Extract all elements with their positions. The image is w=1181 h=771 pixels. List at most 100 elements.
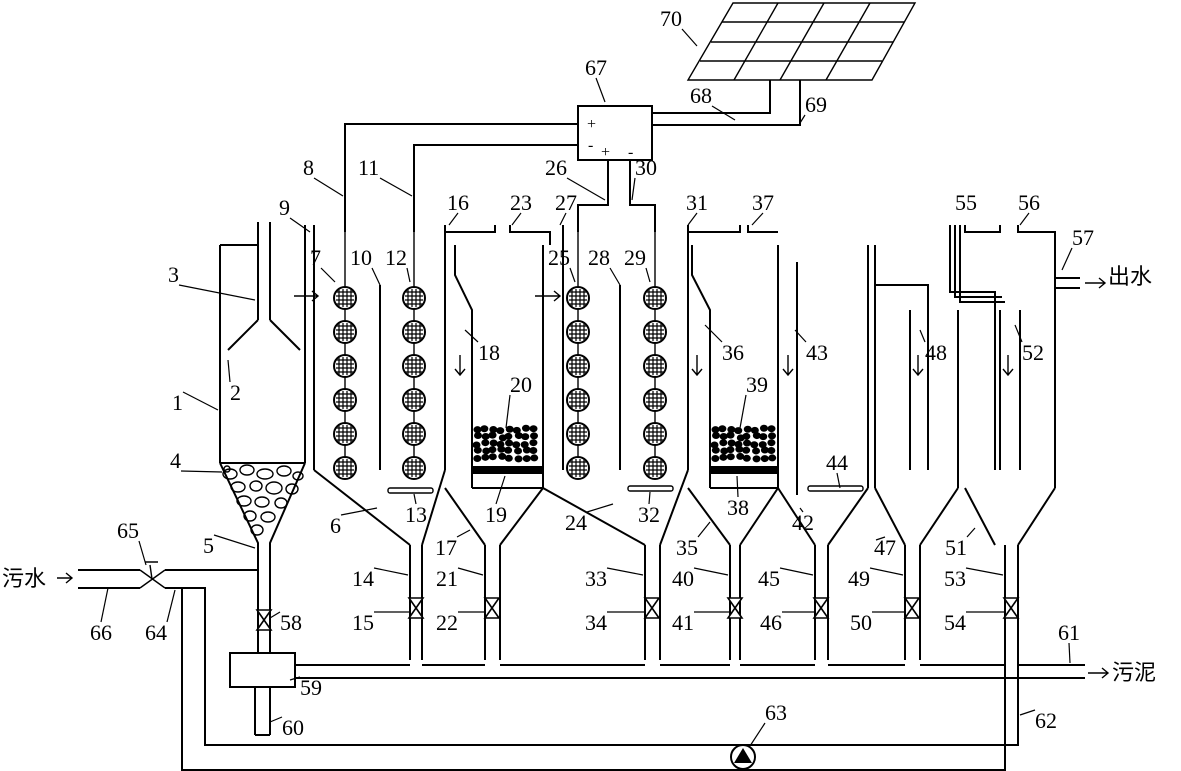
leader-36: [704, 324, 723, 343]
bio-media-20: [472, 424, 539, 463]
tank-47: [874, 245, 959, 660]
electrode-ball-icon: [402, 422, 426, 446]
leader-2: [227, 359, 231, 383]
label-50: 50: [850, 610, 872, 635]
leader-56: [1019, 212, 1030, 226]
leader-19: [495, 475, 506, 505]
label-43: 43: [806, 340, 828, 365]
label-58: 58: [280, 610, 302, 635]
label-53: 53: [944, 566, 966, 591]
label-19: 19: [485, 502, 507, 527]
label-15: 15: [352, 610, 374, 635]
electrode-ball-icon: [643, 456, 667, 480]
label-29: 29: [624, 245, 646, 270]
label-1: 1: [172, 390, 183, 415]
electrode-ball-icon: [333, 354, 357, 378]
sludge-line: [229, 570, 1085, 736]
leader-17: [456, 529, 471, 538]
label-38: 38: [727, 495, 749, 520]
leader-31: [687, 212, 698, 226]
solar-panel-icon: [686, 2, 917, 81]
label-40: 40: [672, 566, 694, 591]
tank-51: [949, 225, 1080, 660]
label-60: 60: [282, 715, 304, 740]
label-26: 26: [545, 155, 567, 180]
label-62: 62: [1035, 708, 1057, 733]
label-14: 14: [352, 566, 374, 591]
electrode-ball-icon: [402, 388, 426, 412]
label-20: 20: [510, 372, 532, 397]
electrode-ball-icon: [566, 320, 590, 344]
label-47: 47: [874, 535, 896, 560]
label-18: 18: [478, 340, 500, 365]
leader-70: [681, 28, 698, 47]
label-25: 25: [548, 245, 570, 270]
leader-45: [779, 567, 814, 576]
label-32: 32: [638, 502, 660, 527]
outlet-label: 出水: [1108, 265, 1152, 290]
tank-42: [747, 225, 869, 660]
electrode-ball-icon: [643, 388, 667, 412]
leader-9: [289, 217, 311, 233]
leader-6: [340, 507, 378, 516]
leader-57: [1061, 247, 1073, 271]
valve-icon: [903, 597, 921, 619]
label-28: 28: [588, 245, 610, 270]
label-41: 41: [672, 610, 694, 635]
leader-29: [645, 267, 651, 283]
leader-21: [457, 567, 484, 576]
leader-44: [836, 472, 841, 489]
leader-12: [406, 267, 411, 283]
leader-8: [313, 177, 344, 197]
leader-63: [749, 722, 766, 747]
electrode-ball-icon: [333, 422, 357, 446]
label-65: 65: [117, 518, 139, 543]
electrode-ball-icon: [402, 286, 426, 310]
leader-49: [869, 567, 904, 576]
inlet-pipe: [78, 569, 1019, 771]
label-56: 56: [1018, 190, 1040, 215]
electrode-ball-icon: [333, 320, 357, 344]
label-5: 5: [203, 533, 214, 558]
label-30: 30: [635, 155, 657, 180]
leader-11: [379, 177, 413, 197]
bio-filter-2: [687, 225, 779, 660]
leader-47: [875, 536, 886, 541]
leader-27: [559, 212, 567, 226]
leader-43: [794, 329, 807, 343]
valve-icon: [483, 597, 501, 619]
leader-42: [799, 507, 804, 513]
electrode-ball-icon: [333, 388, 357, 412]
label-61: 61: [1058, 620, 1080, 645]
leader-35: [697, 521, 711, 538]
leader-16: [448, 212, 459, 226]
pump-icon: [730, 744, 756, 770]
electrode-ball-icon: [566, 354, 590, 378]
label-16: 16: [447, 190, 469, 215]
valve-icon: [726, 597, 744, 619]
label-23: 23: [510, 190, 532, 215]
electrode-ball-icon: [643, 354, 667, 378]
label-48: 48: [925, 340, 947, 365]
label-10: 10: [350, 245, 372, 270]
bio-filter-1: [444, 225, 544, 660]
label-21: 21: [436, 566, 458, 591]
leader-13: [413, 493, 417, 505]
leader-28: [609, 267, 621, 286]
label-68: 68: [690, 83, 712, 108]
leader-14: [373, 567, 409, 576]
leader-1: [182, 391, 219, 411]
valve-icon: [407, 597, 425, 619]
leader-60: [269, 716, 283, 723]
leader-25: [569, 267, 576, 283]
valve-icon: [643, 597, 661, 619]
controller-minus-1: -: [588, 137, 593, 154]
label-2: 2: [230, 380, 241, 405]
electrode-ball-icon: [402, 354, 426, 378]
label-69: 69: [805, 92, 827, 117]
label-52: 52: [1022, 340, 1044, 365]
electrode-ball-icon: [643, 286, 667, 310]
leader-37: [751, 212, 764, 226]
label-70: 70: [660, 6, 682, 31]
